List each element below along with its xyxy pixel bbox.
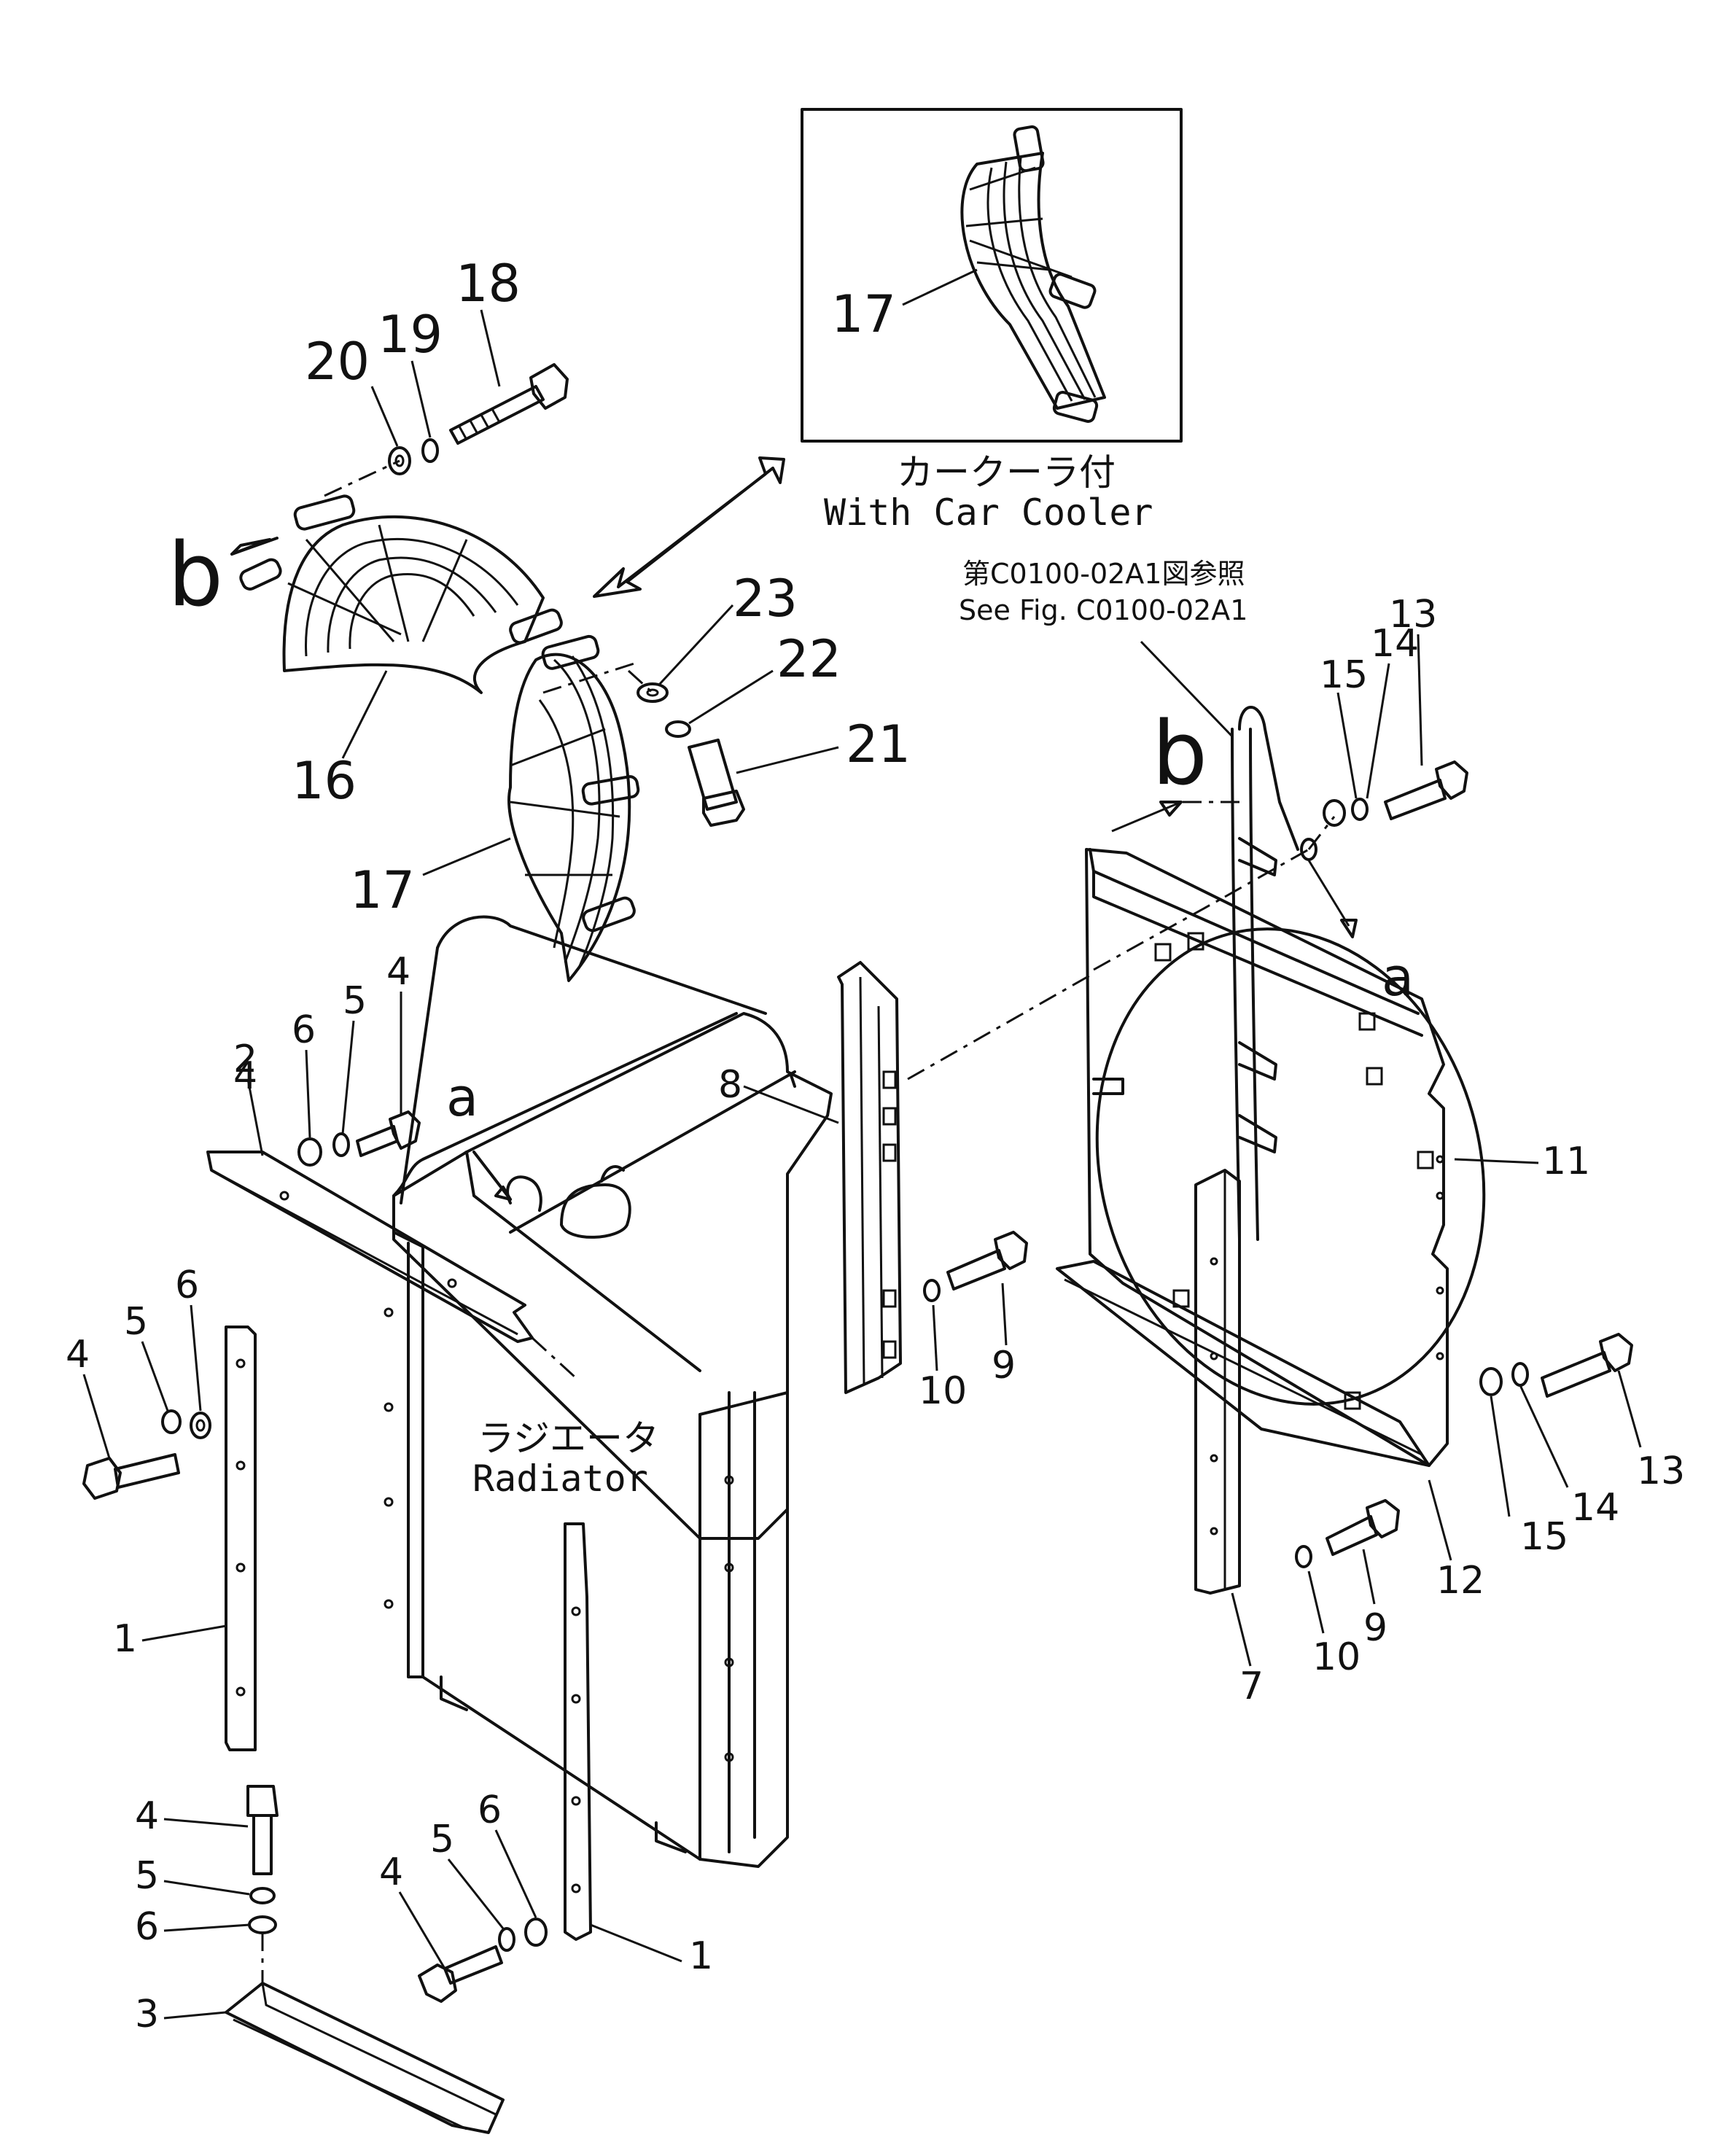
radiator-label-en: Radiator [472,1457,648,1500]
callout-1-right: 1 [689,1934,713,1978]
callout-5-vert: 5 [135,1854,159,1898]
bolt-13-lower [1541,1333,1633,1398]
bolt-21 [688,739,745,827]
callout-3: 3 [135,1993,159,2036]
callout-5-left: 5 [124,1300,148,1344]
callout-5-bottom: 5 [430,1818,454,1861]
top-strip-2 [206,1151,534,1343]
bolt-4-left [82,1453,180,1500]
inset-label-en: With Car Cooler [824,491,1153,534]
inset-frame [801,108,1183,443]
bolt-4-vertical [246,1785,279,1875]
callout-15-lower: 15 [1520,1515,1568,1559]
callout-15-upper: 15 [1320,653,1368,697]
radiator [384,915,833,1868]
callout-9-center: 9 [992,1344,1016,1387]
callout-8: 8 [718,1063,742,1107]
callout-6-vert: 6 [135,1905,159,1949]
callout-9-right: 9 [1363,1606,1387,1650]
vertical-strip-7 [1194,1169,1241,1595]
callout-6-bottom: 6 [478,1788,502,1832]
inset-label-jp: カークーラ付 [897,451,1116,494]
callout-5-top: 5 [343,979,367,1023]
callout-6-left: 6 [175,1264,199,1307]
vertical-strip-8 [837,961,902,1394]
callouts: 18 19 20 23 22 21 16 17 15 14 13 4 4 5 6… [66,254,1685,2036]
fan-guard-16 [239,494,563,694]
callout-11: 11 [1542,1140,1590,1183]
washer-23 [637,682,669,703]
lower-plate-12 [1056,1260,1431,1467]
radiator-label-jp: ラジエータ [478,1417,659,1460]
callout-6-top: 6 [292,1008,316,1052]
double-arrow [593,456,785,598]
fan-guard-17 [507,634,640,982]
radiator-cap [506,1175,631,1239]
side-strip-1-left [225,1326,257,1751]
callout-21: 21 [846,715,911,774]
callout-20: 20 [305,332,370,392]
callout-4-bottom: 4 [379,1850,403,1894]
callout-19: 19 [378,305,443,365]
bolt-4-bottom [418,1945,503,2003]
callout-2: 2 [233,1038,257,1081]
washer-19 [421,438,439,463]
callout-18: 18 [456,254,521,314]
callout-7: 7 [1239,1665,1264,1708]
pipe-assembly [1231,706,1317,1241]
callout-4-left: 4 [66,1333,90,1377]
callout-14-lower: 14 [1571,1486,1619,1530]
callout-14-upper: 14 [1371,622,1419,666]
washer-22 [665,720,691,738]
view-letter-b-right: b [1152,704,1207,805]
bolt-9-center [946,1231,1028,1291]
reference-jp: 第C0100-02A1図参照 [962,558,1245,590]
car-cooler-inset: 17 [801,108,1183,443]
view-letter-a-left: a [446,1067,478,1128]
bolt-18 [449,363,569,445]
callout-10-center: 10 [919,1369,967,1413]
inset-fan-guard-17 [960,125,1106,423]
callout-13-lower: 13 [1637,1449,1685,1493]
view-letter-b-left: b [168,525,223,626]
callout-13-upper: 13 [1389,593,1437,637]
reference-en: See Fig. C0100-02A1 [959,594,1247,626]
callout-10-right: 10 [1312,1635,1361,1679]
washer-20 [388,446,411,475]
bolt-4-top [356,1110,421,1157]
bottom-strip-3 [225,1982,505,2134]
callout-4-top-label: 4 [386,950,410,994]
bolt-9-right [1326,1499,1400,1556]
callout-23: 23 [733,569,798,628]
bolt-13-upper [1384,760,1468,820]
view-letter-a-right: a [1382,946,1414,1008]
callout-17-inset: 17 [831,284,896,344]
callout-22: 22 [776,629,841,689]
callout-17: 17 [350,860,415,920]
side-strip-1-right [564,1522,592,1941]
callout-16: 16 [292,751,357,811]
fan-shroud-11 [1085,848,1486,1467]
callout-12: 12 [1436,1559,1484,1603]
callout-4-vert: 4 [135,1794,159,1838]
callout-4-top: 4 [233,1054,257,1098]
callout-1-left: 1 [113,1617,137,1661]
